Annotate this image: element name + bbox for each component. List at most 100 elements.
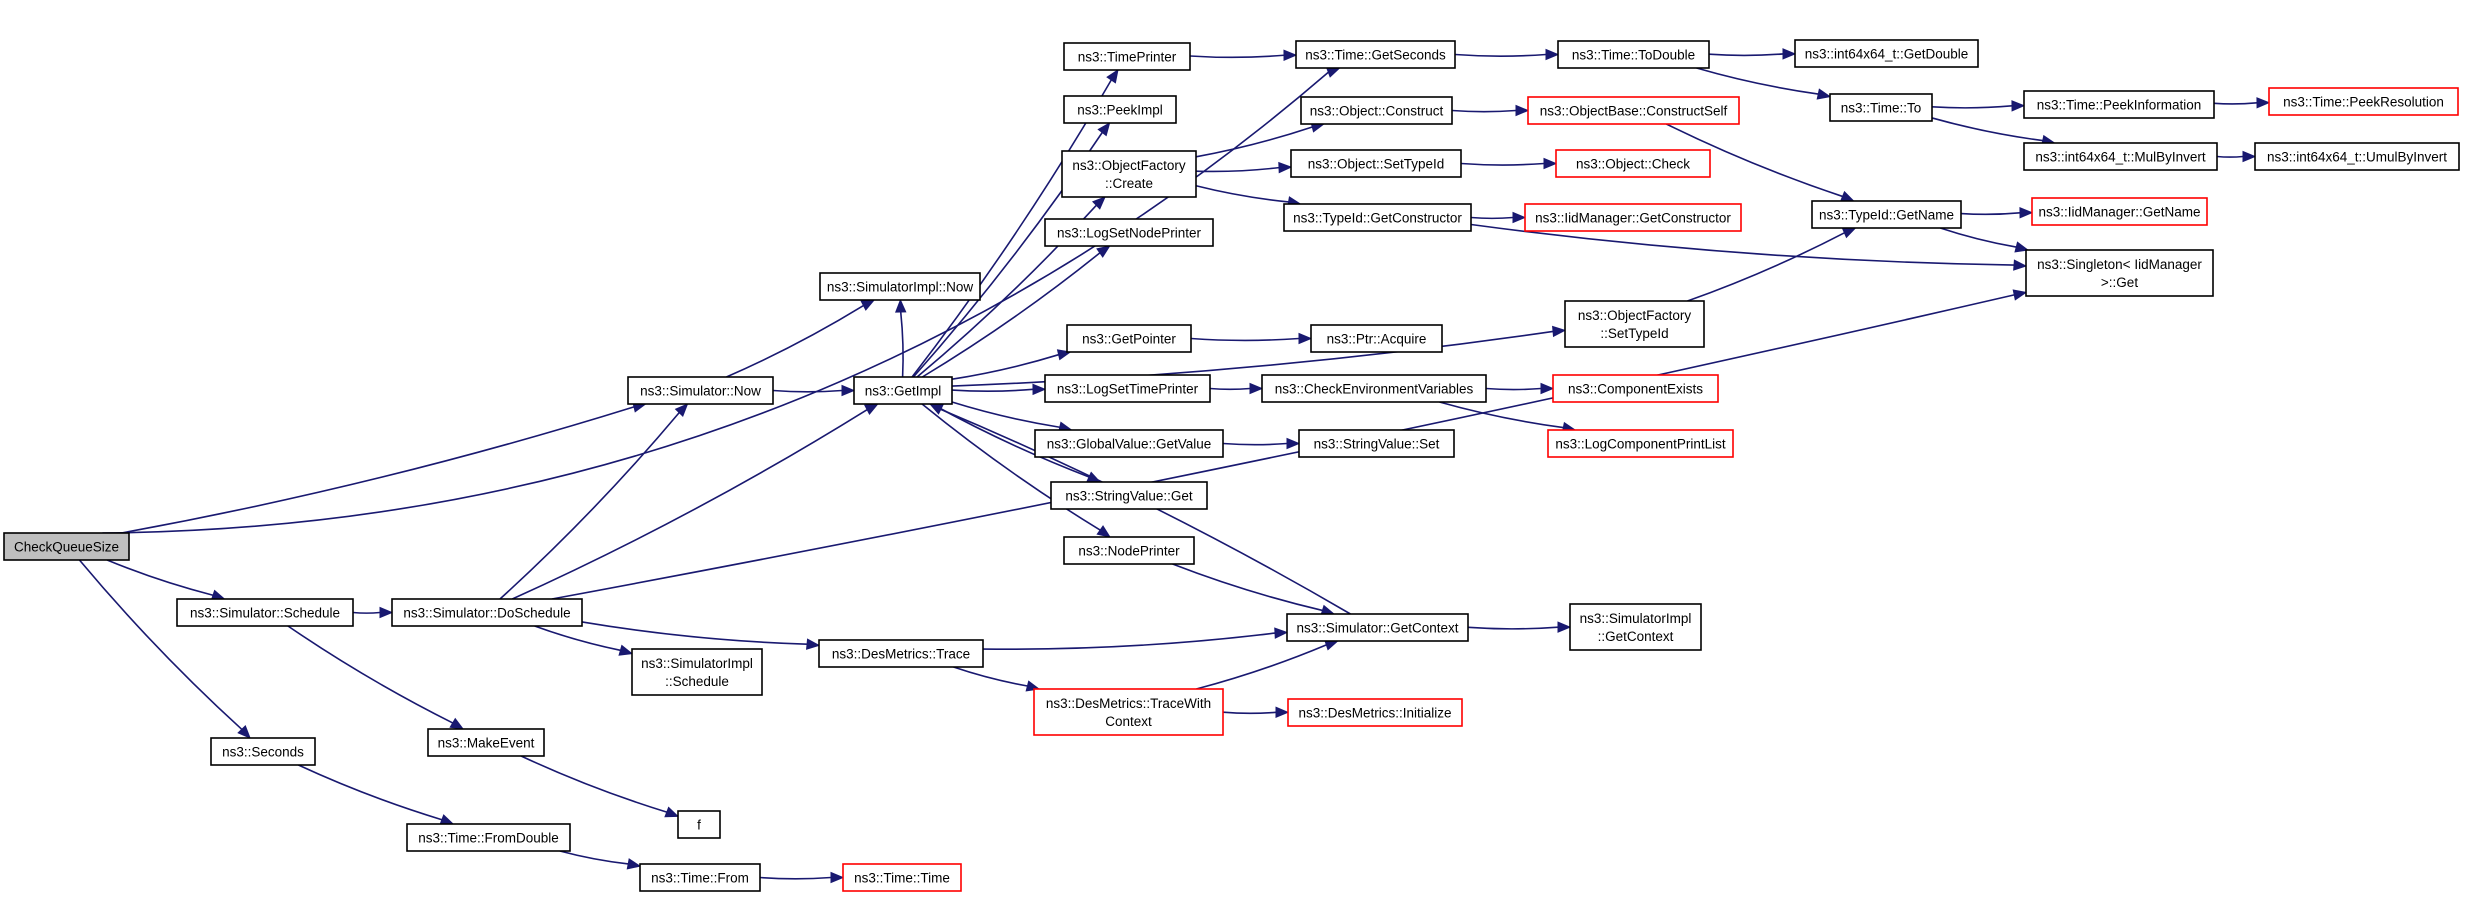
node-box bbox=[1310, 324, 1443, 353]
node-time-time[interactable]: ns3::Time::Time bbox=[842, 863, 962, 892]
node-doschedule[interactable]: ns3::Simulator::DoSchedule bbox=[391, 598, 583, 627]
node-label: ns3::Time::FromDouble bbox=[418, 831, 559, 846]
node-simimpl-getcontext[interactable]: ns3::SimulatorImpl::GetContext bbox=[1569, 603, 1702, 651]
node-label: ns3::Simulator::DoSchedule bbox=[403, 606, 570, 621]
node-objectfactory-create[interactable]: ns3::ObjectFactory::Create bbox=[1061, 150, 1197, 198]
node-label: ns3::SimulatorImpl bbox=[641, 656, 753, 671]
node-box bbox=[1298, 429, 1455, 458]
node-label: ns3::TypeId::GetConstructor bbox=[1293, 211, 1462, 226]
node-stringvalue-get[interactable]: ns3::StringValue::Get bbox=[1050, 481, 1208, 510]
node-box bbox=[818, 639, 984, 668]
node-label: Context bbox=[1105, 714, 1152, 729]
node-checkenvvars[interactable]: ns3::CheckEnvironmentVariables bbox=[1261, 374, 1487, 403]
node-box bbox=[2023, 90, 2215, 119]
node-box bbox=[1286, 613, 1469, 642]
node-logsettimeprinter[interactable]: ns3::LogSetTimePrinter bbox=[1044, 374, 1211, 403]
node-int64-mulbyinvert[interactable]: ns3::int64x64_t::MulByInvert bbox=[2023, 142, 2218, 171]
node-desmetrics-init[interactable]: ns3::DesMetrics::Initialize bbox=[1287, 698, 1463, 727]
node-box bbox=[1557, 40, 1710, 69]
node-label: ns3::Time::PeekResolution bbox=[2283, 95, 2444, 110]
node-label: ns3::Seconds bbox=[222, 745, 304, 760]
node-objectfactory-settypeid[interactable]: ns3::ObjectFactory::SetTypeId bbox=[1564, 300, 1705, 348]
node-ptr-acquire[interactable]: ns3::Ptr::Acquire bbox=[1310, 324, 1443, 353]
node-label: ns3::IidManager::GetName bbox=[2038, 205, 2200, 220]
edge-timeprinter-to-time-getseconds bbox=[1189, 49, 1298, 61]
node-box bbox=[1063, 95, 1177, 124]
node-getimpl[interactable]: ns3::GetImpl bbox=[853, 376, 953, 405]
node-checkqueuesize[interactable]: CheckQueueSize bbox=[3, 532, 130, 561]
node-globalvalue-getvalue[interactable]: ns3::GlobalValue::GetValue bbox=[1034, 429, 1224, 458]
node-time-peekinformation[interactable]: ns3::Time::PeekInformation bbox=[2023, 90, 2215, 119]
node-peekimpl[interactable]: ns3::PeekImpl bbox=[1063, 95, 1177, 124]
node-label: ns3::DesMetrics::Initialize bbox=[1298, 706, 1451, 721]
node-label: CheckQueueSize bbox=[14, 540, 119, 555]
node-componentexists[interactable]: ns3::ComponentExists bbox=[1552, 374, 1719, 403]
edge-globalvalue-getvalue-to-stringvalue-set bbox=[1222, 437, 1301, 450]
node-label: ns3::int64x64_t::UmulByInvert bbox=[2267, 150, 2447, 165]
node-simimpl-schedule[interactable]: ns3::SimulatorImpl::Schedule bbox=[631, 648, 763, 696]
node-box bbox=[176, 598, 354, 627]
node-label: ns3::Object::Check bbox=[1576, 157, 1690, 172]
node-object-check[interactable]: ns3::Object::Check bbox=[1555, 149, 1711, 178]
node-box bbox=[1555, 149, 1711, 178]
node-stringvalue-set[interactable]: ns3::StringValue::Set bbox=[1298, 429, 1455, 458]
call-edges bbox=[78, 48, 2271, 884]
node-nodeprinter[interactable]: ns3::NodePrinter bbox=[1063, 536, 1195, 565]
node-logsetnodeprinter[interactable]: ns3::LogSetNodePrinter bbox=[1044, 218, 1214, 247]
node-box bbox=[1287, 698, 1463, 727]
node-logcomponentprintlist[interactable]: ns3::LogComponentPrintList bbox=[1547, 429, 1734, 458]
node-label: ns3::ObjectFactory bbox=[1578, 308, 1692, 323]
node-fromdouble[interactable]: ns3::Time::FromDouble bbox=[406, 823, 571, 852]
node-box bbox=[639, 863, 761, 892]
edge-checkqueuesize-to-time-getseconds bbox=[102, 67, 1341, 534]
node-box bbox=[627, 376, 774, 405]
node-time-peekresolution[interactable]: ns3::Time::PeekResolution bbox=[2268, 87, 2459, 116]
edge-sim-schedule-to-makeevent bbox=[287, 625, 465, 730]
node-object-settypeid[interactable]: ns3::Object::SetTypeId bbox=[1290, 149, 1462, 178]
node-box bbox=[819, 272, 981, 301]
node-label: ns3::LogSetTimePrinter bbox=[1057, 382, 1199, 397]
node-box bbox=[1295, 40, 1456, 69]
node-singleton-get[interactable]: ns3::Singleton< IidManager >::Get bbox=[2025, 249, 2214, 297]
node-iidmanager-getconstructor[interactable]: ns3::IidManager::GetConstructor bbox=[1524, 203, 1742, 232]
node-box bbox=[2023, 142, 2218, 171]
node-label: ::SetTypeId bbox=[1600, 326, 1668, 341]
node-label: ns3::StringValue::Set bbox=[1314, 437, 1440, 452]
node-label: ns3::DesMetrics::Trace bbox=[832, 647, 970, 662]
edge-getpointer-to-ptr-acquire bbox=[1190, 332, 1313, 345]
node-int64-getdouble[interactable]: ns3::int64x64_t::GetDouble bbox=[1794, 39, 1979, 68]
node-iidmanager-getname[interactable]: ns3::IidManager::GetName bbox=[2031, 197, 2208, 226]
edge-typeid-getconstructor-to-singleton-get bbox=[1470, 223, 2028, 271]
node-label: ns3::ObjectBase::ConstructSelf bbox=[1540, 104, 1728, 119]
node-makeevent[interactable]: ns3::MakeEvent bbox=[427, 728, 545, 757]
node-seconds[interactable]: ns3::Seconds bbox=[210, 737, 316, 766]
node-time-from[interactable]: ns3::Time::From bbox=[639, 863, 761, 892]
node-label: ::Create bbox=[1105, 176, 1153, 191]
node-f[interactable]: f bbox=[677, 810, 721, 839]
node-box bbox=[1564, 300, 1705, 348]
node-objectbase-constructself[interactable]: ns3::ObjectBase::ConstructSelf bbox=[1527, 96, 1740, 125]
node-sim-schedule[interactable]: ns3::Simulator::Schedule bbox=[176, 598, 354, 627]
edge-object-construct-to-objectbase-constructself bbox=[1451, 104, 1530, 117]
edge-getimpl-to-logsetnodeprinter bbox=[921, 245, 1111, 378]
node-typeid-getconstructor[interactable]: ns3::TypeId::GetConstructor bbox=[1283, 203, 1472, 232]
node-time-getseconds[interactable]: ns3::Time::GetSeconds bbox=[1295, 40, 1456, 69]
node-time-to[interactable]: ns3::Time::To bbox=[1829, 93, 1933, 122]
node-typeid-getname[interactable]: ns3::TypeId::GetName bbox=[1811, 200, 1962, 229]
node-getpointer[interactable]: ns3::GetPointer bbox=[1066, 324, 1192, 353]
edge-doschedule-to-simimpl-schedule bbox=[534, 625, 634, 656]
node-int64-umulbyinvert[interactable]: ns3::int64x64_t::UmulByInvert bbox=[2254, 142, 2460, 171]
node-sim-now[interactable]: ns3::Simulator::Now bbox=[627, 376, 774, 405]
node-simimpl-now[interactable]: ns3::SimulatorImpl::Now bbox=[819, 272, 981, 301]
node-time-todouble[interactable]: ns3::Time::ToDouble bbox=[1557, 40, 1710, 69]
edge-doschedule-to-sim-now bbox=[499, 403, 689, 600]
node-label: ns3::Simulator::GetContext bbox=[1296, 621, 1458, 636]
node-sim-getcontext[interactable]: ns3::Simulator::GetContext bbox=[1286, 613, 1469, 642]
node-desmetrics-trace[interactable]: ns3::DesMetrics::Trace bbox=[818, 639, 984, 668]
node-box bbox=[1050, 481, 1208, 510]
node-object-construct[interactable]: ns3::Object::Construct bbox=[1300, 96, 1453, 125]
edge-sim-schedule-to-doschedule bbox=[352, 606, 394, 619]
node-timeprinter[interactable]: ns3::TimePrinter bbox=[1063, 42, 1191, 71]
